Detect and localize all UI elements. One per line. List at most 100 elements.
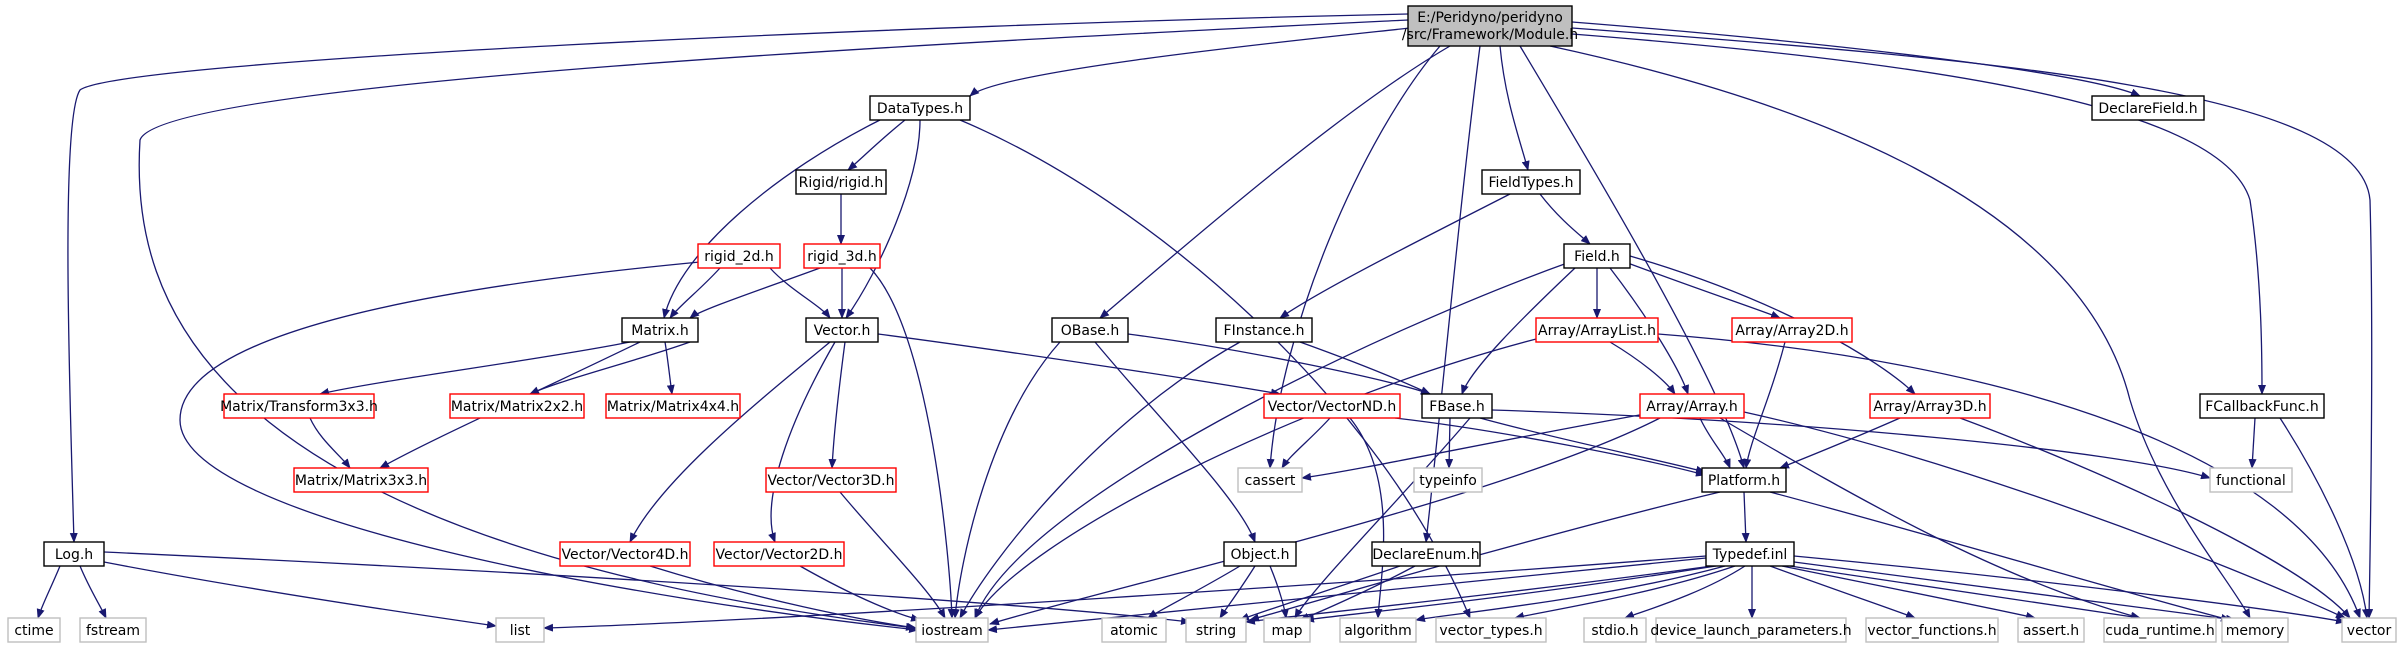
node-fieldtypes-h[interactable]: FieldTypes.h <box>1481 169 1581 195</box>
node-matrix3x3-h[interactable]: Matrix/Matrix3x3.h <box>293 467 429 493</box>
node-cuda-runtime-h[interactable]: cuda_runtime.h <box>2103 617 2217 643</box>
node-algorithm[interactable]: algorithm <box>1339 617 1417 643</box>
node-assert-h[interactable]: assert.h <box>2017 617 2085 643</box>
node-stdio-h[interactable]: stdio.h <box>1583 617 1647 643</box>
node-label: DeclareEnum.h <box>1372 547 1479 563</box>
dependency-edge <box>1219 565 1256 619</box>
dependency-edge <box>828 341 846 469</box>
node-obase-h[interactable]: OBase.h <box>1051 317 1129 343</box>
node-fbase-h[interactable]: FBase.h <box>1421 393 1493 419</box>
node-memory[interactable]: memory <box>2221 617 2289 643</box>
node-label: atomic <box>1110 623 1158 639</box>
node-platform-h[interactable]: Platform.h <box>1701 467 1787 493</box>
node-vector-types-h[interactable]: vector_types.h <box>1435 617 1547 643</box>
dependency-edge <box>2279 417 2370 619</box>
node-label: Typedef.inl <box>1712 547 1788 563</box>
node-label: rigid_2d.h <box>704 249 773 265</box>
node-matrix2x2-h[interactable]: Matrix/Matrix2x2.h <box>449 393 585 419</box>
node-rigid-3d-h[interactable]: rigid_3d.h <box>803 243 881 269</box>
dependency-edge <box>974 261 1571 619</box>
node-arraylist-h[interactable]: Array/ArrayList.h <box>1535 317 1659 343</box>
dependency-edge <box>839 491 946 619</box>
dependency-edge <box>629 341 831 543</box>
node-declarefield-h[interactable]: DeclareField.h <box>2091 95 2205 121</box>
dependency-edge <box>1571 21 2141 97</box>
node-label: FInstance.h <box>1224 323 1305 339</box>
node-finstance-h[interactable]: FInstance.h <box>1215 317 1313 343</box>
node-label: DataTypes.h <box>877 101 963 117</box>
node-string[interactable]: string <box>1185 617 1247 643</box>
node-atomic[interactable]: atomic <box>1101 617 1167 643</box>
node-label: Array/ArrayList.h <box>1538 323 1656 339</box>
node-label: Vector/Vector2D.h <box>716 547 843 563</box>
node-functional[interactable]: functional <box>2209 467 2293 493</box>
dependency-edge <box>1301 413 1646 481</box>
dependency-edge <box>1959 417 2351 619</box>
node-array-h[interactable]: Array/Array.h <box>1639 393 1745 419</box>
node-array2d-h[interactable]: Array/Array2D.h <box>1731 317 1853 343</box>
dependency-edge <box>1779 417 1901 469</box>
dependency-edge <box>1741 491 1750 543</box>
node-label: Vector/VectorND.h <box>1268 399 1397 415</box>
dependency-edge <box>1279 193 1511 319</box>
node-vector-functions-h[interactable]: vector_functions.h <box>1865 617 1999 643</box>
node-cassert[interactable]: cassert <box>1237 467 1303 493</box>
node-device-launch-parameters-h[interactable]: device_launch_parameters.h <box>1650 617 1852 643</box>
node-vector4d-h[interactable]: Vector/Vector4D.h <box>559 541 691 567</box>
node-matrix4x4-h[interactable]: Matrix/Matrix4x4.h <box>605 393 741 419</box>
dependency-edge <box>1299 565 1416 621</box>
node-label: algorithm <box>1344 623 1412 639</box>
node-label: vector_functions.h <box>1867 623 1996 639</box>
node-vector2d-h[interactable]: Vector/Vector2D.h <box>713 541 845 567</box>
node-transform3x3-h[interactable]: Matrix/Transform3x3.h <box>220 393 378 419</box>
dependency-edge <box>1491 409 2211 480</box>
node-typedef-inl[interactable]: Typedef.inl <box>1705 541 1795 567</box>
dependency-edge <box>1769 565 1916 619</box>
node-field-h[interactable]: Field.h <box>1563 243 1631 269</box>
dependency-edge <box>974 337 1541 619</box>
node-label: Matrix/Matrix3x3.h <box>295 473 427 489</box>
node-module-h[interactable]: E:/Peridyno/peridyno /src/Framework/Modu… <box>1402 5 1578 47</box>
node-fcallbackfunc-h[interactable]: FCallbackFunc.h <box>2199 393 2325 419</box>
node-label: iostream <box>921 623 983 639</box>
node-vector3d-h[interactable]: Vector/Vector3D.h <box>765 467 897 493</box>
nodes-layer: E:/Peridyno/peridyno /src/Framework/Modu… <box>7 5 2397 643</box>
dependency-edge <box>662 119 881 319</box>
node-label: Object.h <box>1231 547 1290 563</box>
dependency-edge <box>845 119 921 319</box>
node-vectornd-h[interactable]: Vector/VectorND.h <box>1263 393 1401 419</box>
node-object-h[interactable]: Object.h <box>1223 541 1297 567</box>
node-vector-h[interactable]: Vector.h <box>805 317 879 343</box>
node-label: ctime <box>14 623 53 639</box>
node-label: Vector.h <box>814 323 871 339</box>
node-fstream[interactable]: fstream <box>79 617 147 643</box>
node-label: list <box>510 623 531 639</box>
dependency-edge <box>1539 193 1591 245</box>
node-label: typeinfo <box>1419 473 1477 489</box>
node-ctime[interactable]: ctime <box>7 617 61 643</box>
node-declareenum-h[interactable]: DeclareEnum.h <box>1371 541 1481 567</box>
node-array3d-h[interactable]: Array/Array3D.h <box>1869 393 1991 419</box>
node-label: rigid_3d.h <box>807 249 876 265</box>
dependency-edge <box>1719 417 2141 620</box>
node-rigid-h[interactable]: Rigid/rigid.h <box>795 169 887 195</box>
dependency-edge <box>1699 417 1731 469</box>
node-typeinfo[interactable]: typeinfo <box>1413 467 1483 493</box>
dependency-edge <box>1394 417 1706 477</box>
dependency-edge <box>103 561 497 629</box>
node-label: string <box>1196 623 1236 639</box>
node-list[interactable]: list <box>495 617 545 643</box>
node-map[interactable]: map <box>1263 617 1311 643</box>
node-std-vector[interactable]: vector <box>2341 617 2397 643</box>
dependency-edge <box>1461 267 1576 395</box>
dependency-edge <box>1099 45 1451 319</box>
node-matrix-h[interactable]: Matrix.h <box>621 317 699 343</box>
node-label: Rigid/rigid.h <box>799 175 884 191</box>
node-datatypes-h[interactable]: DataTypes.h <box>869 95 971 121</box>
node-log-h[interactable]: Log.h <box>43 541 105 567</box>
node-iostream[interactable]: iostream <box>915 617 989 643</box>
dependency-edge <box>1281 417 1331 469</box>
node-rigid-2d-h[interactable]: rigid_2d.h <box>697 243 781 269</box>
node-label: fstream <box>86 623 140 639</box>
